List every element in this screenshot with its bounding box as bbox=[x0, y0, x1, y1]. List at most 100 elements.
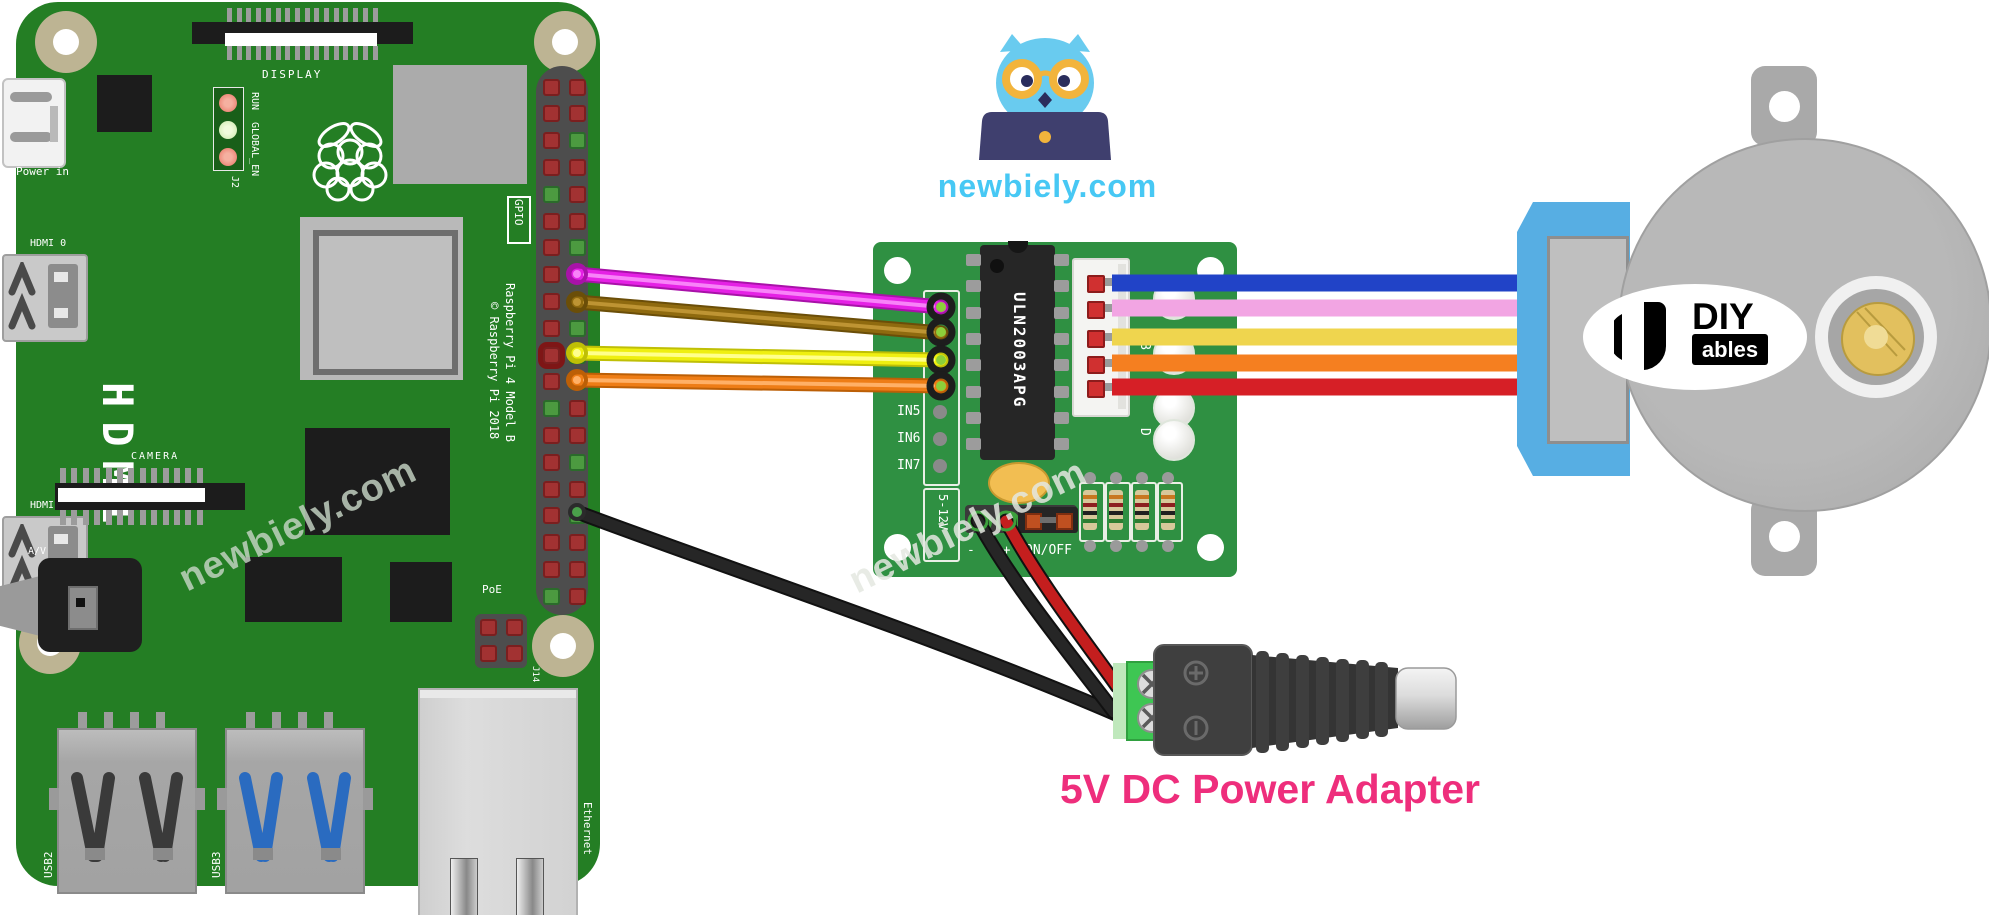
connector-pin bbox=[314, 46, 320, 60]
plug-body bbox=[1153, 644, 1253, 756]
jst-pin bbox=[1087, 330, 1105, 348]
connector-pin bbox=[256, 8, 262, 22]
pi-mount-hole bbox=[532, 615, 594, 677]
gpio-pin bbox=[543, 560, 560, 578]
usbc-power-port bbox=[2, 78, 66, 168]
connector-pin bbox=[272, 712, 281, 728]
ethernet-port bbox=[418, 688, 578, 915]
connector-pin bbox=[60, 510, 66, 525]
chip-leg bbox=[1054, 332, 1069, 345]
driver-gnd-wire bbox=[972, 515, 1120, 718]
driver-mount-hole bbox=[1197, 534, 1224, 561]
pi-usb-controller bbox=[390, 562, 452, 622]
chip-leg bbox=[1054, 280, 1069, 293]
connector-pin bbox=[128, 510, 135, 525]
raspberry-pi-board: Power in DISPLAY RUN GLOBAL_EN J2 bbox=[0, 2, 600, 915]
resistor-lead bbox=[1084, 540, 1096, 552]
chip-leg bbox=[1054, 385, 1069, 398]
resistor-lead bbox=[1110, 472, 1122, 484]
resonator bbox=[988, 462, 1050, 504]
wire-end-cap bbox=[566, 291, 588, 313]
chip-leg bbox=[966, 280, 981, 293]
wire-end-cap bbox=[573, 270, 581, 278]
brand-text: DIY bbox=[1692, 296, 1754, 337]
gpio-pin bbox=[543, 292, 560, 310]
av-jack bbox=[38, 558, 142, 652]
gpio-pin bbox=[543, 426, 560, 444]
connector-pin bbox=[343, 46, 349, 60]
gpio-pin bbox=[569, 560, 586, 578]
connector-pin bbox=[117, 468, 123, 483]
gpio-pin bbox=[543, 534, 560, 552]
wire-end-cap bbox=[573, 349, 581, 357]
connector-pin bbox=[185, 510, 192, 525]
gpio-pin bbox=[543, 158, 560, 176]
in-pin bbox=[933, 405, 947, 419]
connector-pin bbox=[174, 468, 180, 483]
gpio-pin bbox=[569, 185, 586, 203]
connector-pin bbox=[353, 46, 359, 60]
display-label: DISPLAY bbox=[262, 68, 323, 81]
power-in-label: Power in bbox=[16, 165, 69, 178]
gpio-pin bbox=[569, 453, 586, 471]
connector-pin bbox=[128, 468, 135, 483]
wire-end-cap bbox=[566, 342, 588, 364]
connector-pin bbox=[324, 46, 329, 60]
barrel-jack bbox=[1395, 667, 1457, 730]
connector-pin bbox=[294, 8, 300, 22]
connector-pin bbox=[151, 510, 158, 525]
connector-pin bbox=[275, 8, 281, 22]
jst-pin bbox=[1087, 356, 1105, 374]
polarity-symbols bbox=[1183, 660, 1209, 741]
global-en-led bbox=[219, 121, 237, 139]
av-label: A/V bbox=[28, 546, 47, 557]
hdmi0-port bbox=[2, 254, 88, 342]
connector-pin bbox=[246, 712, 255, 728]
resistor bbox=[1135, 490, 1149, 530]
in-pin-center bbox=[936, 355, 946, 365]
resistor-lead bbox=[1136, 472, 1148, 484]
connector-pin bbox=[314, 8, 320, 22]
av-jack-tip bbox=[0, 575, 44, 637]
uln2003-driver-board: 5-12V B D - + ON/ bbox=[873, 241, 1237, 577]
gpio-pin bbox=[569, 78, 586, 96]
pi-ram-chip bbox=[305, 428, 450, 535]
resistor-band bbox=[1109, 503, 1123, 507]
in3-wire bbox=[583, 351, 935, 362]
pi-soc bbox=[300, 217, 463, 380]
connector-pin bbox=[196, 510, 203, 525]
connector-pin bbox=[151, 468, 158, 483]
driver-mount-hole bbox=[884, 534, 911, 561]
gpio-pin bbox=[569, 105, 586, 123]
resistor-band bbox=[1083, 495, 1097, 499]
resistor-band bbox=[1161, 495, 1175, 499]
wire-end-cap bbox=[566, 369, 588, 391]
in2-wire bbox=[583, 300, 935, 335]
wire-end-cap bbox=[573, 298, 581, 306]
connector-pin bbox=[105, 468, 112, 483]
chip-leg bbox=[966, 254, 981, 266]
connector-pin bbox=[185, 468, 192, 483]
resistor-lead bbox=[1162, 540, 1174, 552]
connector-pin bbox=[139, 468, 146, 483]
connector-pin bbox=[130, 712, 139, 728]
motor-mount-tab bbox=[1751, 66, 1817, 146]
chip-leg bbox=[1054, 306, 1069, 319]
connector-pin bbox=[162, 510, 169, 525]
connector-pin bbox=[275, 46, 281, 60]
connector-pin bbox=[236, 46, 242, 60]
connector-pin bbox=[117, 510, 123, 525]
pi-chip bbox=[245, 557, 342, 622]
connector-pin bbox=[196, 468, 203, 483]
in-pin bbox=[933, 432, 947, 446]
uln2003-chip bbox=[980, 241, 1055, 460]
resistor-lead bbox=[1162, 472, 1174, 484]
connector-pin bbox=[227, 46, 232, 60]
j14-header bbox=[475, 614, 527, 668]
connector-pin bbox=[174, 510, 180, 525]
onoff-label: ON/OFF bbox=[1025, 543, 1072, 558]
chip-leg bbox=[966, 359, 981, 372]
resistor-band bbox=[1109, 511, 1123, 515]
resistor-band bbox=[1135, 495, 1149, 499]
